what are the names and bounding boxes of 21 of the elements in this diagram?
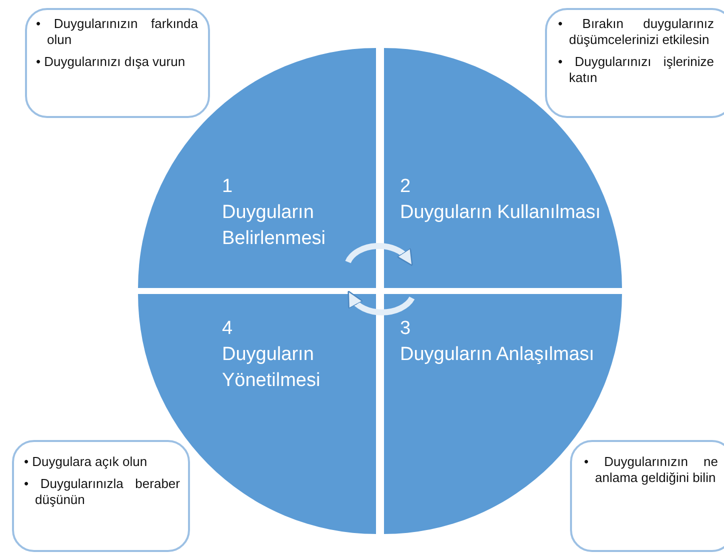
step-title: Duyguların Anlaşılması [400, 343, 594, 367]
bullet-item: • Duygularınızı dışa vurun [36, 54, 186, 70]
bullet-item: • Duygularınızın farkında olun [36, 16, 198, 48]
step-title: Duyguların Yönetilmesi [222, 343, 322, 393]
text-box [570, 440, 724, 552]
bullet-item: • Duygularınızın ne anlama geldiğini bilin [584, 454, 718, 486]
text-box [25, 8, 210, 118]
bullet-item: • Bırakın duygularınız düşümcelerinizi etkilesin [558, 16, 714, 48]
step-title: Duyguların Kullanılması [400, 201, 601, 225]
step-number: 4 [222, 317, 234, 341]
step-number: 3 [400, 317, 412, 341]
curved-arrow [347, 290, 415, 316]
step-number: 2 [400, 175, 412, 199]
bullet-item: • Duygulara açık olun [24, 454, 148, 470]
curved-arrow [345, 243, 414, 266]
bullet-item: • Duygularınızla beraber düşünün [24, 476, 180, 508]
step-number: 1 [222, 175, 234, 199]
bullet-item: • Duygularınızı işlerinize katın [558, 54, 714, 86]
text-box [545, 8, 724, 118]
step-title: Duyguların Belirlenmesi [222, 201, 326, 251]
text-box [12, 440, 190, 552]
